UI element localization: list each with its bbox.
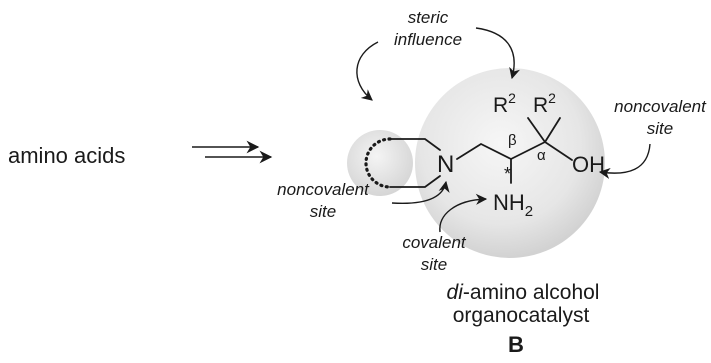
small-sphere-arrow <box>356 41 379 101</box>
noncovalent-left-site: site <box>310 202 336 221</box>
steric-sphere <box>415 68 605 258</box>
noncovalent-right-arrow <box>598 143 651 179</box>
amine-group: NH2 <box>493 190 533 220</box>
stereocenter-mark: * <box>504 164 511 184</box>
caption-line2: organocatalyst <box>453 304 590 327</box>
steric-arrow <box>475 27 521 80</box>
covalent-label: covalent <box>402 233 467 252</box>
hydroxyl-group: OH <box>572 152 605 177</box>
nitrogen-atom: N <box>437 151 454 178</box>
noncovalent-right-site: site <box>647 119 673 138</box>
covalent-site: site <box>421 255 447 274</box>
backbone-bonds <box>456 117 573 184</box>
influence-label: influence <box>394 30 462 49</box>
caption-line1: di-amino alcohol <box>447 281 600 304</box>
pyrrolidine-ring <box>364 137 441 189</box>
alpha-label: α <box>537 147 546 164</box>
amino-acids-label: amino acids <box>8 143 125 168</box>
noncovalent-left-arrow <box>391 180 450 205</box>
annotation-arrows <box>356 27 651 233</box>
noncovalent-right-label: noncovalent <box>614 97 707 116</box>
steric-label: steric <box>408 8 449 27</box>
r2-right: R2 <box>533 90 556 117</box>
reaction-arrows <box>192 140 273 164</box>
beta-label: β <box>508 132 517 149</box>
r2-left: R2 <box>493 90 516 117</box>
covalent-arrow <box>439 193 488 233</box>
noncovalent-sphere <box>347 130 413 196</box>
noncovalent-left-label: noncovalent <box>277 180 370 199</box>
compound-label: B <box>508 332 524 357</box>
